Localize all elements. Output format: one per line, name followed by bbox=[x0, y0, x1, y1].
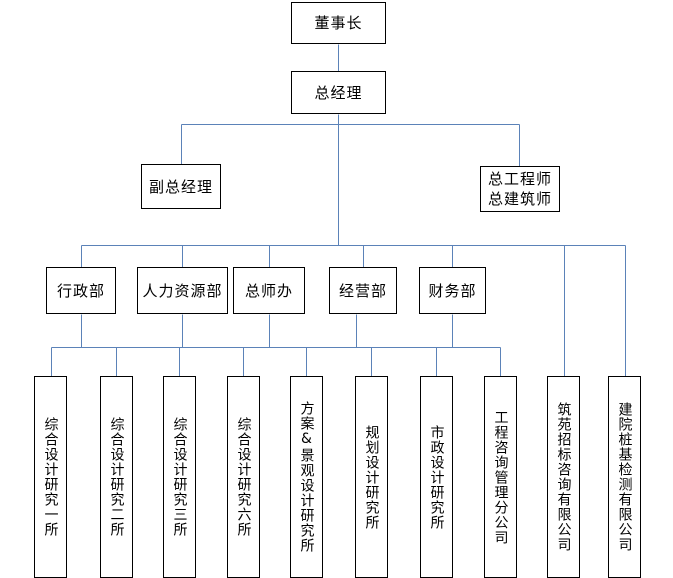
node-finance-dept: 财务部 bbox=[419, 267, 486, 314]
node-chief-office: 总师办 bbox=[233, 267, 305, 314]
node-chief-engineer-architect: 总工程师 总建筑师 bbox=[480, 166, 560, 212]
node-hr-dept: 人力资源部 bbox=[137, 267, 228, 314]
node-tender-company: 筑苑招标咨询有限公司 bbox=[547, 376, 580, 578]
node-consulting-branch: 工程咨询管理分公司 bbox=[484, 376, 517, 578]
node-municipal-inst: 市政设计研究所 bbox=[420, 376, 453, 578]
node-design-inst-1: 综合设计研究一所 bbox=[34, 376, 67, 578]
node-pile-testing-company: 建院桩基检测有限公司 bbox=[608, 376, 641, 578]
node-deputy-gm: 副总经理 bbox=[141, 164, 221, 209]
node-operations-dept: 经营部 bbox=[329, 267, 397, 314]
node-landscape-inst: 方案&景观设计研究所 bbox=[290, 376, 323, 578]
node-general-manager: 总经理 bbox=[291, 71, 386, 114]
node-design-inst-6: 综合设计研究六所 bbox=[227, 376, 260, 578]
node-design-inst-2: 综合设计研究二所 bbox=[100, 376, 133, 578]
node-design-inst-3: 综合设计研究三所 bbox=[163, 376, 196, 578]
node-planning-inst: 规划设计研究所 bbox=[355, 376, 388, 578]
node-chairman: 董事长 bbox=[291, 2, 386, 44]
node-admin-dept: 行政部 bbox=[46, 267, 116, 314]
chief-engineer-label: 总工程师 bbox=[487, 170, 552, 188]
chief-architect-label: 总建筑师 bbox=[487, 190, 552, 208]
